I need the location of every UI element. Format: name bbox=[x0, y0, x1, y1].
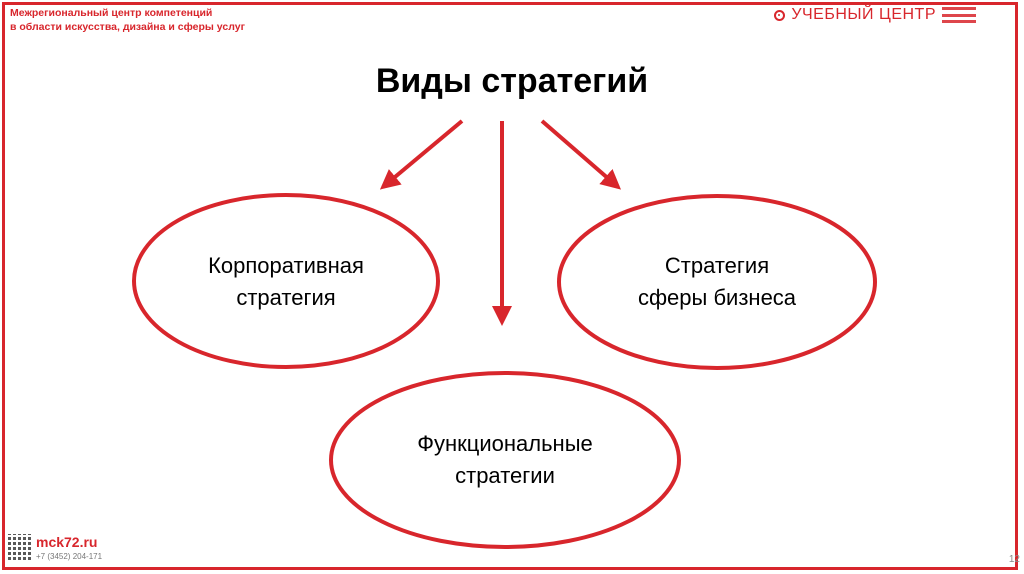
site-url[interactable]: mck72.ru bbox=[36, 534, 98, 550]
footer-contacts: mck72.ru +7 (3452) 204-171 bbox=[8, 534, 102, 562]
node-business-strategy-line2: сферы бизнеса bbox=[637, 285, 797, 310]
node-corporate-strategy-line2: стратегия bbox=[236, 285, 336, 310]
organization-name: Межрегиональный центр компетенций в обла… bbox=[10, 6, 245, 34]
logo-text: УЧЕБНЫЙ ЦЕНТР bbox=[791, 6, 936, 23]
node-functional-strategies-line1: Функциональные bbox=[417, 431, 593, 456]
diagram-title: Виды стратегий bbox=[375, 62, 649, 100]
node-business-strategy: Стратегия сферы бизнеса bbox=[587, 250, 847, 314]
node-corporate-strategy: Корпоративная стратегия bbox=[156, 250, 416, 314]
node-functional-strategies-ellipse bbox=[329, 371, 681, 549]
arrow-to-business-strategy bbox=[540, 119, 622, 190]
node-business-strategy-line1: Стратегия bbox=[664, 253, 770, 278]
organization-name-line2: в области искусства, дизайна и сферы усл… bbox=[10, 21, 245, 33]
node-functional-strategies: Функциональные стратегии bbox=[355, 428, 655, 492]
node-functional-strategies-line2: стратегии bbox=[455, 463, 555, 488]
page-number: 12 bbox=[1008, 554, 1020, 565]
organization-name-line1: Межрегиональный центр компетенций bbox=[10, 7, 213, 19]
training-center-logo: УЧЕБНЫЙ ЦЕНТР bbox=[774, 6, 976, 24]
node-corporate-strategy-line1: Корпоративная bbox=[208, 253, 364, 278]
circle-logo-icon bbox=[774, 9, 786, 21]
arrow-to-corporate-strategy bbox=[379, 119, 464, 190]
qr-code-icon bbox=[8, 534, 32, 560]
node-corporate-strategy-ellipse bbox=[132, 193, 440, 369]
site-info: mck72.ru +7 (3452) 204-171 bbox=[36, 534, 102, 562]
logo-tagline-graphic bbox=[942, 7, 976, 23]
phone-number: +7 (3452) 204-171 bbox=[36, 552, 103, 561]
node-business-strategy-ellipse bbox=[557, 194, 877, 370]
